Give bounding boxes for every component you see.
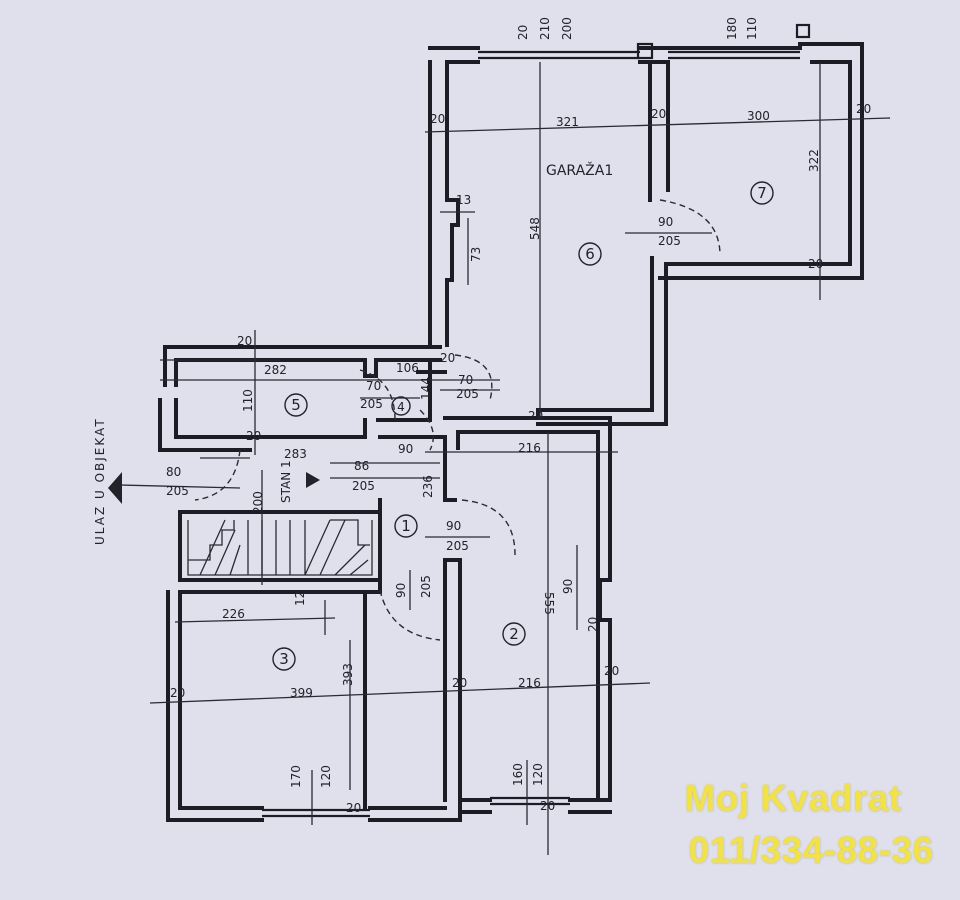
room-3-number: 3: [279, 650, 289, 668]
dim-r1s-door-w: 90: [394, 583, 408, 598]
door-arc-room2: [461, 499, 516, 556]
dim-w-20d: 20: [808, 257, 823, 271]
dim-r3-170: 170: [289, 765, 303, 788]
room-1: 1: [394, 514, 418, 538]
garage-walls: [428, 23, 864, 426]
dim-r3-12: 12: [293, 591, 307, 606]
dim-top-200: 200: [560, 17, 574, 40]
room-1-number: 1: [401, 517, 411, 535]
staircase: [187, 519, 373, 576]
room-7-number: 7: [757, 184, 767, 202]
door-arc-room4: [454, 354, 493, 401]
dim-r3-20: 20: [170, 686, 185, 700]
dimension-lines: [119, 62, 891, 855]
stair-direction-arrow-icon: [306, 472, 320, 488]
dim-h-548: 548: [528, 217, 542, 240]
dim-r2-20b: 20: [604, 664, 619, 678]
room-7: 7: [750, 181, 774, 205]
room-6: 6: [578, 242, 602, 266]
dim-w-321: 321: [556, 115, 579, 129]
unit-label: STAN 1: [279, 460, 293, 503]
dim-c-205: 205: [352, 479, 375, 493]
dim-r2-120: 120: [531, 763, 545, 786]
dim-w-20c: 20: [856, 102, 871, 116]
dim-r4-205: 205: [456, 387, 479, 401]
dim-r1-door-h: 205: [446, 539, 469, 553]
dim-w-20a: 20: [430, 112, 445, 126]
dim-r3-226: 226: [222, 607, 245, 621]
room-3: 3: [272, 647, 296, 671]
door-arc-hall: [419, 409, 434, 451]
dim-r5-110: 110: [241, 389, 255, 412]
dim-w-300: 300: [747, 109, 770, 123]
watermark-brand: Moj Kvadrat: [684, 778, 902, 819]
garage-label: GARAŽA1: [546, 161, 613, 179]
room-2-number: 2: [509, 625, 519, 643]
dim-st-200: 200: [251, 491, 265, 514]
dim-w-20b: 20: [651, 107, 666, 121]
dim-r5-20b: 20: [246, 429, 261, 443]
dim-top-20: 20: [516, 25, 530, 40]
entrance-label: ULAZ U OBJEKAT: [93, 417, 107, 545]
dim-c-20: 20: [528, 409, 543, 423]
dim-r3-399: 399: [290, 686, 313, 700]
door-swings: [194, 199, 721, 641]
dim-r5-282: 282: [264, 363, 287, 377]
storage-walls: [158, 345, 447, 502]
dim-c-236: 236: [421, 475, 435, 498]
dim-r4-70: 70: [458, 373, 473, 387]
dim-r1-door-w: 90: [446, 519, 461, 533]
dim-c-216: 216: [518, 441, 541, 455]
dim-r3-20b: 20: [346, 801, 361, 815]
dim-r5-door-h: 205: [360, 397, 383, 411]
dim-r3-393: 393: [341, 663, 355, 686]
dim-r4-20: 20: [440, 351, 455, 365]
watermark-phone: 011/334-88-36: [688, 830, 934, 871]
dim-73: 73: [469, 247, 483, 262]
dim-c-86: 86: [354, 459, 369, 473]
door-arc-room3: [379, 589, 441, 641]
dim-c-283: 283: [284, 447, 307, 461]
room-4: 4: [391, 396, 411, 416]
dim-r2-216: 216: [518, 676, 541, 690]
dim-ent-80: 80: [166, 465, 181, 479]
dim-r2-20: 20: [586, 617, 600, 632]
door-arc-garage: [659, 199, 721, 256]
dim-r5-door-w: 70: [366, 379, 381, 393]
dim-door-g-h: 205: [658, 234, 681, 248]
dim-r2-160: 160: [511, 763, 525, 786]
dim-r1s-door-h: 205: [419, 575, 433, 598]
dim-ent-205: 205: [166, 484, 189, 498]
room-2: 2: [502, 622, 526, 646]
dim-r3-120: 120: [319, 765, 333, 788]
dim-r5-20: 20: [237, 334, 252, 348]
dim-h-322: 322: [807, 149, 821, 172]
dim-r2-20d: 20: [540, 799, 555, 813]
dim-top-210: 210: [538, 17, 552, 40]
dim-r2-90: 90: [561, 579, 575, 594]
door-arc-room5: [359, 369, 396, 421]
room-4-number: 4: [397, 400, 405, 414]
dim-r4-106: 106: [396, 361, 419, 375]
dim-door-g-w: 90: [658, 215, 673, 229]
room-5: 5: [284, 393, 308, 417]
dim-r2-555: 555: [542, 592, 556, 615]
dim-c-90: 90: [398, 442, 413, 456]
room-6-number: 6: [585, 245, 595, 263]
entrance-arrow-icon: [108, 472, 122, 504]
dim-top-110: 110: [745, 17, 759, 40]
room-5-number: 5: [291, 396, 301, 414]
dim-top-180: 180: [725, 17, 739, 40]
apartment-walls: [166, 416, 612, 822]
dim-13: 13: [456, 193, 471, 207]
dim-r4-144: 144: [419, 377, 433, 400]
dim-r2-20c: 20: [452, 676, 467, 690]
